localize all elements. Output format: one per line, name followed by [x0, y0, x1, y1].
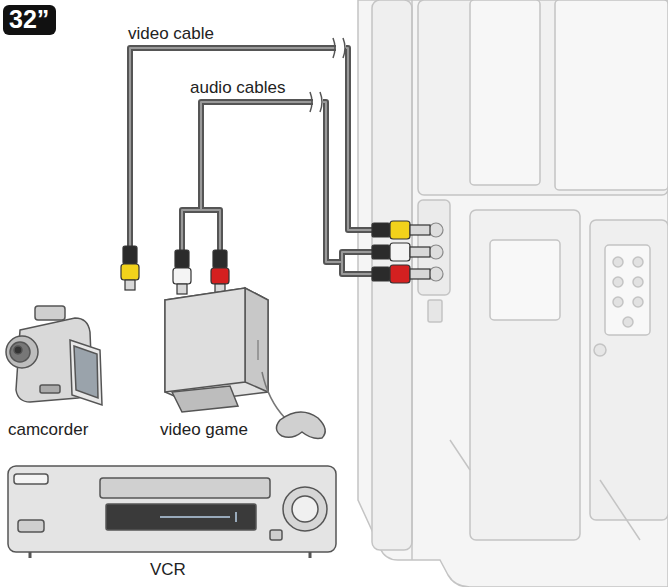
rca-plugs-loose-part: [121, 264, 139, 280]
vcr-icon-part: [8, 466, 336, 552]
camcorder-icon-part: [74, 346, 98, 398]
tv-rear-panel-part: [613, 297, 623, 307]
rca-plugs-loose-part: [177, 284, 187, 294]
video-game-icon-part: [257, 340, 259, 360]
device-label: video game: [160, 420, 248, 440]
vcr-icon-part: [270, 530, 282, 540]
rca-plugs-inserted-part: [372, 267, 390, 281]
camcorder-icon-part: [70, 340, 102, 405]
rca-plugs-loose-part: [173, 268, 191, 284]
camcorder-icon: [6, 306, 102, 405]
tv-rear-panel-part: [555, 0, 668, 190]
rca-plugs-inserted-part: [390, 265, 410, 283]
video-game-icon-part: [165, 288, 245, 392]
rca-plugs-inserted-part: [372, 245, 390, 259]
rca-plugs-loose: [121, 246, 229, 294]
input-jacks-part: [429, 245, 443, 259]
vcr-icon-part: [106, 504, 256, 530]
vcr-icon-part: [30, 552, 310, 558]
vcr-icon-part: [160, 512, 236, 522]
tv-rear-panel-part: [450, 440, 640, 540]
tv-rear-panel-part: [605, 245, 650, 335]
video-game-icon-part: [172, 386, 238, 412]
tv-rear-panel-part: [623, 317, 633, 327]
video-cable-part: [130, 48, 372, 246]
video-game-icon: [165, 288, 325, 438]
rca-plugs-inserted-part: [390, 221, 410, 239]
camcorder-icon-part: [10, 342, 30, 362]
vcr-icon-part: [100, 478, 270, 498]
tv-rear-panel-part: [428, 300, 442, 322]
rca-plugs-inserted-part: [410, 247, 430, 257]
rca-plugs-loose-part: [175, 250, 189, 268]
audio-cables-part: [182, 102, 372, 274]
badge-text: 32”: [9, 6, 50, 34]
vcr-icon-part: [14, 474, 48, 484]
size-badge: 32”: [3, 5, 56, 35]
tv-rear-panel-part: [613, 277, 623, 287]
camcorder-icon-part: [14, 346, 22, 354]
rca-plugs-inserted-part: [390, 243, 410, 261]
cable-label: audio cables: [190, 78, 285, 98]
vcr-icon-part: [283, 487, 327, 531]
tv-rear-panel-part: [470, 210, 580, 540]
video-game-icon-part: [276, 412, 325, 438]
tv-rear-panel-part: [372, 0, 412, 550]
video-game-icon-part: [245, 288, 268, 392]
camcorder-icon-part: [40, 385, 60, 393]
input-jacks-part: [429, 223, 443, 237]
tv-rear-panel-part: [594, 344, 606, 356]
rca-plugs-loose-part: [213, 250, 227, 268]
vcr-icon-part: [292, 496, 318, 522]
tv-rear-panel-part: [470, 0, 540, 185]
rca-plugs-inserted: [372, 221, 430, 283]
audio-cables-part: [182, 102, 372, 274]
rca-plugs-loose-part: [211, 268, 229, 284]
tv-rear-panel-part: [633, 257, 643, 267]
video-cable-part: [130, 48, 372, 246]
input-jacks-part: [429, 267, 443, 281]
tv-rear-panel-part: [490, 240, 560, 320]
device-label: VCR: [150, 560, 186, 580]
tv-rear-panel-part: [411, 0, 413, 560]
input-jacks: [429, 223, 443, 281]
rca-plugs-inserted-part: [410, 269, 430, 279]
tv-rear-panel-part: [613, 257, 623, 267]
audio-cables: [182, 92, 372, 274]
tv-rear-panel-part: [418, 0, 668, 195]
tv-rear-panel-part: [358, 0, 668, 587]
tv-rear-panel-part: [590, 220, 668, 520]
video-cable: [130, 38, 372, 246]
device-label: camcorder: [8, 420, 88, 440]
vcr-icon: [8, 466, 336, 558]
video-game-icon-part: [262, 372, 285, 418]
video-game-icon-part: [165, 288, 268, 402]
camcorder-icon-part: [35, 306, 65, 320]
camcorder-icon-part: [6, 336, 38, 368]
rca-plugs-inserted-part: [372, 223, 390, 237]
audio-cables-part: [310, 92, 322, 112]
cable-label: video cable: [128, 24, 214, 44]
rca-plugs-loose-part: [123, 246, 137, 264]
rca-plugs-inserted-part: [410, 225, 430, 235]
tv-rear-panel: [358, 0, 668, 587]
tv-rear-panel-part: [633, 277, 643, 287]
video-cable-part: [333, 38, 345, 58]
tv-rear-panel-part: [633, 297, 643, 307]
rca-plugs-loose-part: [125, 280, 135, 290]
vcr-icon-part: [18, 520, 44, 532]
